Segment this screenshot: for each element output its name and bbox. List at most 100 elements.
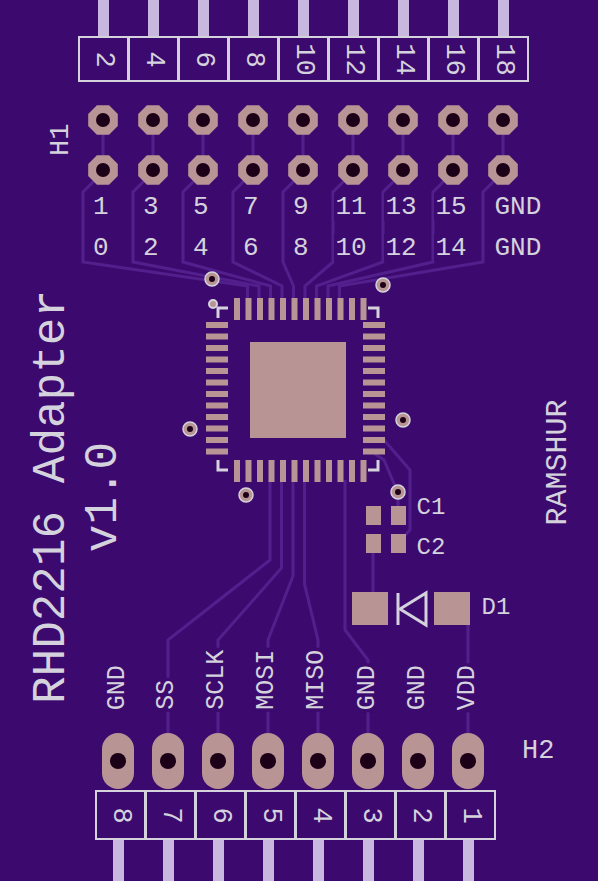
pin-number: 8 — [240, 51, 267, 67]
header-pin — [248, 0, 259, 37]
pin-number-box: 6 — [178, 36, 229, 82]
ic-pad — [326, 298, 332, 320]
pin-number-box: 4 — [128, 36, 179, 82]
h1-pad — [438, 155, 468, 185]
header-pins — [98, 0, 509, 881]
ic-pad — [363, 368, 385, 374]
pin-number: 6 — [190, 51, 217, 67]
ic-pad — [363, 437, 385, 443]
pin-number: 2 — [407, 807, 434, 823]
drill-hole — [310, 753, 326, 769]
ic-pad — [246, 298, 252, 320]
ic-pad — [206, 334, 228, 340]
pin-label: 13 — [384, 193, 419, 222]
h1-pad — [88, 155, 118, 185]
ic-pad — [257, 298, 263, 320]
ic-pad — [361, 298, 367, 320]
ic-pad — [234, 298, 240, 320]
ic-pad — [363, 322, 385, 328]
ic-pad — [363, 426, 385, 432]
ic-pad — [303, 298, 309, 320]
channel-label: 10 — [334, 234, 369, 263]
ic-pad — [315, 298, 321, 320]
ic-pad — [363, 334, 385, 340]
header-pin — [198, 0, 209, 37]
pin-number-box: 3 — [345, 790, 396, 840]
header-pin — [213, 840, 224, 881]
h1-pad — [338, 155, 368, 185]
drill-hole — [146, 113, 160, 127]
drill-hole — [196, 113, 210, 127]
header-pin — [148, 0, 159, 37]
pin-label: 1 — [91, 193, 111, 222]
pin-number: 8 — [107, 807, 134, 823]
drill-hole — [296, 113, 310, 127]
h1-pad — [388, 155, 418, 185]
ic-pad — [206, 426, 228, 432]
drill-hole — [446, 163, 460, 177]
ic-pad — [206, 322, 228, 328]
pin-label: 15 — [434, 193, 469, 222]
h1-pad — [238, 155, 268, 185]
board-label: H2 — [520, 737, 556, 767]
ic-pad — [363, 414, 385, 420]
ic-pad — [206, 357, 228, 363]
vias — [183, 272, 410, 502]
header-pin — [413, 840, 424, 881]
ic-pad — [338, 298, 344, 320]
ic-pad — [280, 298, 286, 320]
h1-pad — [88, 105, 118, 135]
pin-number-box: 16 — [428, 36, 479, 82]
drill-hole — [396, 163, 410, 177]
pin-label: 5 — [191, 193, 211, 222]
via-hole — [243, 492, 249, 498]
pin-label: GND — [493, 193, 544, 222]
board-label: H1 — [47, 122, 77, 158]
via — [205, 272, 219, 286]
pin-number-box: 12 — [328, 36, 379, 82]
h1-pad — [438, 105, 468, 135]
ic-outline — [218, 308, 378, 470]
pin-number-box: 1 — [445, 790, 496, 840]
h1-pad — [288, 105, 318, 135]
pin-label: 9 — [291, 193, 311, 222]
ic-pad — [206, 449, 228, 455]
via-hole — [209, 276, 215, 282]
header-pin — [348, 0, 359, 37]
channel-label: 4 — [191, 234, 211, 263]
drill-hole — [260, 753, 276, 769]
part-name: D1 — [480, 595, 513, 621]
pin-number: 1 — [457, 807, 484, 823]
h1-pad — [188, 105, 218, 135]
via-hole — [187, 426, 193, 432]
h1-pad — [388, 105, 418, 135]
diode-triangle — [400, 593, 426, 625]
via-hole — [395, 489, 401, 495]
part-name: C1 — [415, 495, 448, 521]
header-pin — [313, 840, 324, 881]
pin-number: 2 — [90, 51, 117, 67]
ic-corner — [368, 460, 378, 470]
channel-label: 12 — [384, 234, 419, 263]
diode-symbol — [398, 593, 426, 625]
pin-number: 7 — [157, 807, 184, 823]
pin-number: 6 — [207, 807, 234, 823]
pin-label: 3 — [141, 193, 161, 222]
signal-name: MISO — [303, 648, 331, 712]
pin-label: 7 — [241, 193, 261, 222]
drill-hole — [246, 113, 260, 127]
c2-pad — [391, 534, 406, 553]
h1-pad — [138, 155, 168, 185]
header-pin — [163, 840, 174, 881]
ic-pad — [269, 298, 275, 320]
ic-pad — [363, 391, 385, 397]
pin-number: 10 — [290, 43, 317, 75]
header-pin — [498, 0, 509, 37]
channel-label: 8 — [291, 234, 311, 263]
pin-label: 11 — [334, 193, 369, 222]
drill-hole — [446, 113, 460, 127]
pin-number: 3 — [357, 807, 384, 823]
ic-pad — [206, 345, 228, 351]
c1-pad — [391, 506, 406, 525]
pin-number: 4 — [307, 807, 334, 823]
